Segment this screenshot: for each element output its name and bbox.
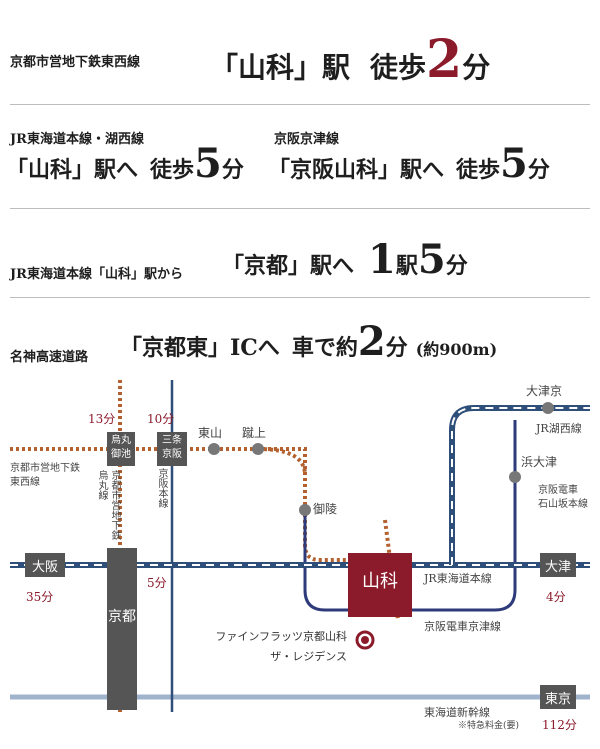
s1-station: 「山科」駅 (210, 51, 351, 84)
property-label: ファインフラッツ京都山科 ザ・レジデンス (175, 627, 347, 667)
tokyo-box (540, 685, 576, 709)
otsukyo-label: 大津京 (526, 384, 563, 398)
s4-headline: 「京都東」ICへ 車で約 2 分 (約900m) (120, 322, 497, 362)
s1-line: 京都市営地下鉄東西線 (10, 55, 141, 70)
min13-label: 13分 (88, 412, 116, 426)
s3-line: JR東海道本線「山科」駅から (10, 267, 183, 282)
otsukyo-dot (542, 402, 554, 414)
property-marker-core (361, 636, 369, 644)
misasagi-label: 御陵 (313, 502, 338, 516)
s4-num: 2 (357, 318, 386, 365)
karasuma-oike-label: 烏丸 御池 (108, 434, 134, 462)
kosei-label: JR湖西線 (536, 422, 582, 435)
otsu-min-label: 4分 (546, 590, 566, 604)
karasuma-label: 烏丸 (111, 435, 131, 446)
s2-a-station: 「山科」駅へ (6, 157, 139, 183)
s2-b-headline: 「京阪山科」駅へ 徒歩 5 分 (268, 144, 550, 184)
sanjo-label: 三条 (162, 435, 182, 446)
keihan-main-label: 京阪本線 (156, 468, 167, 508)
osaka-min-label: 35分 (26, 590, 54, 604)
shinkansen-label: 東海道新幹線 (424, 706, 490, 719)
otsu-box (540, 553, 576, 577)
kosei-line-inner (451, 407, 590, 565)
s2-a-unit: 分 (221, 157, 244, 183)
s1-num: 2 (426, 29, 463, 90)
s3-unit: 分 (445, 253, 468, 279)
s2-b-station: 「京阪山科」駅へ (268, 157, 445, 183)
s2-b-unit: 分 (527, 157, 550, 183)
s3-mid: 駅 (395, 253, 418, 279)
s3-dest: 「京都」駅へ (222, 253, 355, 279)
hamaotsu-dot (509, 471, 521, 483)
s4-ic: 「京都東」ICへ (120, 335, 280, 361)
tozai-line-label: 京都市営地下鉄 東西線 (10, 462, 80, 490)
yamashina-label: 山科 (362, 571, 398, 592)
higashiyama-label: 東山 (198, 426, 223, 440)
tozai-line-curve (257, 447, 307, 476)
yamashina-box (348, 553, 412, 617)
s2-a-num: 5 (194, 140, 222, 187)
property-name-1: ファインフラッツ京都山科 (215, 630, 347, 643)
oike-label: 御池 (111, 449, 131, 460)
karasuma-line-label-b: 京都市営地下鉄 (109, 470, 120, 540)
keage-dot (252, 443, 264, 455)
karasuma-oike-box (107, 432, 135, 466)
note-label: ※特急料金(要) (458, 721, 520, 731)
ishiyama-label-1: 京阪電車 (538, 485, 578, 496)
kyoto-station-box (107, 548, 137, 710)
s4-extra: (約900m) (415, 340, 498, 359)
ishiyama-label: 京阪電車 石山坂本線 (538, 484, 588, 512)
property-name-2: ザ・レジデンス (270, 650, 347, 663)
s3-headline: 「京都」駅へ 1 駅 5 分 (222, 240, 468, 280)
tozai-label-2: 東西線 (10, 477, 40, 488)
min10-label: 10分 (147, 412, 175, 426)
karasuma-line-label-a: 烏丸線 (96, 470, 107, 500)
tokaido-label: JR東海道本線 (424, 572, 492, 585)
s2-b-num: 5 (500, 140, 528, 187)
osaka-label: 大阪 (31, 560, 58, 575)
s2-b-walk: 徒歩 (456, 157, 501, 183)
keishin-label: 京阪電車京津線 (424, 620, 501, 633)
sanjo-keihan-label: 三条 京阪 (158, 434, 186, 462)
s3-n1: 1 (368, 236, 396, 283)
osaka-box (25, 553, 65, 577)
s1-walk: 徒歩 (370, 51, 427, 84)
otsu-label: 大津 (544, 560, 571, 575)
s2-b-line: 京阪京津線 (274, 132, 340, 147)
tozai-label-1: 京都市営地下鉄 (10, 463, 80, 474)
s4-car: 車で約 (291, 335, 358, 361)
divider-3 (10, 297, 590, 298)
s4-unit: 分 (385, 335, 408, 361)
kyoto-label: 京都 (107, 606, 137, 628)
min5-label: 5分 (147, 576, 167, 590)
kyoto-text: 京都 (108, 609, 136, 625)
ishiyama-label-2: 石山坂本線 (538, 499, 588, 510)
sanjo-keihan-box (157, 432, 187, 466)
tokyo-min-label: 112分 (542, 718, 577, 732)
tokyo-label: 東京 (544, 692, 571, 707)
misasagi-dot (299, 504, 311, 516)
s1-headline: 「山科」駅 徒歩 2 分 (210, 34, 490, 86)
hamaotsu-label: 浜大津 (521, 455, 558, 469)
divider-1 (10, 104, 590, 105)
s2-a-headline: 「山科」駅へ 徒歩 5 分 (6, 144, 244, 184)
keage-label: 蹴上 (242, 426, 267, 440)
s2-a-walk: 徒歩 (150, 157, 195, 183)
s2-a-line: JR東海道本線・湖西線 (10, 132, 144, 147)
s3-n2: 5 (417, 236, 446, 283)
s1-unit: 分 (462, 51, 491, 84)
higashiyama-dot (208, 443, 220, 455)
divider-2 (10, 208, 590, 209)
keihan-label: 京阪 (162, 449, 182, 460)
s4-road: 名神高速道路 (10, 350, 89, 365)
